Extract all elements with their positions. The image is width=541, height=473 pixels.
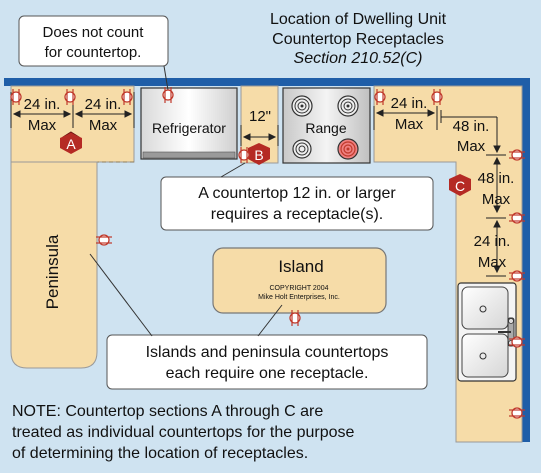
page-title: Location of Dwelling Unit Countertop Rec…	[270, 11, 447, 67]
note-line-1: NOTE: Countertop sections A through C ar…	[12, 403, 323, 420]
callout-islands-line-1: Islands and peninsula countertops	[146, 344, 389, 361]
receptacle-icon	[509, 407, 525, 419]
copyright-line-2: Mike Holt Enterprises, Inc.	[258, 294, 340, 301]
dimension-b-gap: 12"	[249, 108, 271, 125]
title-line-2: Countertop Receptacles	[272, 31, 444, 48]
receptacle-icon	[96, 234, 112, 246]
callout-12in-line-2: requires a receptacle(s).	[211, 206, 384, 223]
range-burner-top-left	[291, 95, 313, 117]
receptacle-icon	[374, 89, 386, 105]
dimension-c-48a-unit: Max	[457, 138, 486, 155]
note-line-2: treated as individual countertops for th…	[12, 424, 355, 441]
right-wall	[522, 78, 530, 442]
top-wall	[4, 78, 530, 86]
dimension-a-left-value: 24 in.	[24, 96, 61, 113]
dimension-c-48b-unit: Max	[482, 191, 511, 208]
receptacle-icon	[162, 87, 174, 103]
receptacle-icon	[121, 89, 133, 105]
dimension-a-left-unit: Max	[28, 117, 57, 134]
dimension-a-right-value: 24 in.	[85, 96, 122, 113]
island-label: Island	[278, 257, 323, 276]
receptacle-icon	[289, 310, 301, 326]
marker-section-c: C	[449, 174, 471, 196]
dimension-c-48a-value: 48 in.	[453, 118, 490, 135]
range-burner-top-right	[337, 95, 359, 117]
receptacle-icon	[238, 147, 250, 163]
sink	[457, 282, 517, 382]
peninsula-countertop	[10, 161, 98, 369]
receptacles	[10, 87, 525, 419]
dimension-c-24-unit: Max	[478, 254, 507, 271]
callout-not-count-line-2: for countertop.	[45, 44, 142, 61]
title-line-3: Section 210.52(C)	[294, 50, 423, 67]
callout-not-count-line-1: Does not count	[43, 24, 145, 41]
dimension-lines-a	[10, 92, 135, 128]
marker-c-label: C	[455, 178, 465, 194]
leader-to-peninsula	[89, 253, 153, 337]
receptacle-icon	[431, 89, 443, 105]
dimension-lines-c-corner	[440, 110, 506, 277]
callout-islands-line-2: each require one receptacle.	[166, 365, 369, 382]
range-label: Range	[305, 120, 346, 136]
receptacle-icon	[64, 89, 76, 105]
note: NOTE: Countertop sections A through C ar…	[12, 403, 355, 462]
dimension-c-48b-value: 48 in.	[478, 170, 515, 187]
receptacle-icon	[509, 336, 525, 348]
dimension-lines-b	[240, 125, 279, 146]
callout-islands-peninsula: Islands and peninsula countertops each r…	[106, 334, 428, 390]
island: Island COPYRIGHT 2004 Mike Holt Enterpri…	[212, 247, 387, 314]
marker-a-label: A	[66, 136, 76, 152]
marker-section-b: B	[248, 143, 270, 165]
refrigerator-label: Refrigerator	[152, 120, 226, 136]
dimension-a-right-unit: Max	[89, 117, 118, 134]
receptacle-icon	[509, 149, 525, 161]
range-burner-bottom-left	[292, 139, 312, 159]
dimension-c-top-value: 24 in.	[391, 95, 428, 112]
dimension-c-top-unit: Max	[395, 116, 424, 133]
title-line-1: Location of Dwelling Unit	[270, 11, 447, 28]
receptacle-icon	[509, 212, 525, 224]
leader-to-island	[257, 304, 283, 337]
refrigerator: Refrigerator	[140, 87, 238, 160]
dimension-c-24-value: 24 in.	[474, 233, 511, 250]
dimension-lines-c-top	[373, 106, 438, 130]
callout-countertop-12-in: A countertop 12 in. or larger requires a…	[160, 162, 434, 231]
range-burner-bottom-right-hot	[337, 138, 359, 160]
receptacle-icon	[509, 270, 525, 282]
copyright-line-1: COPYRIGHT 2004	[269, 285, 328, 292]
callout-does-not-count: Does not count for countertop.	[18, 15, 169, 91]
callout-12in-line-1: A countertop 12 in. or larger	[198, 185, 396, 202]
peninsula-label: Peninsula	[43, 234, 62, 309]
range: Range	[282, 87, 371, 164]
marker-section-a: A	[60, 131, 82, 154]
note-line-3: of determining the location of receptacl…	[12, 445, 308, 462]
receptacle-icon	[10, 89, 22, 105]
marker-b-label: B	[254, 147, 263, 163]
